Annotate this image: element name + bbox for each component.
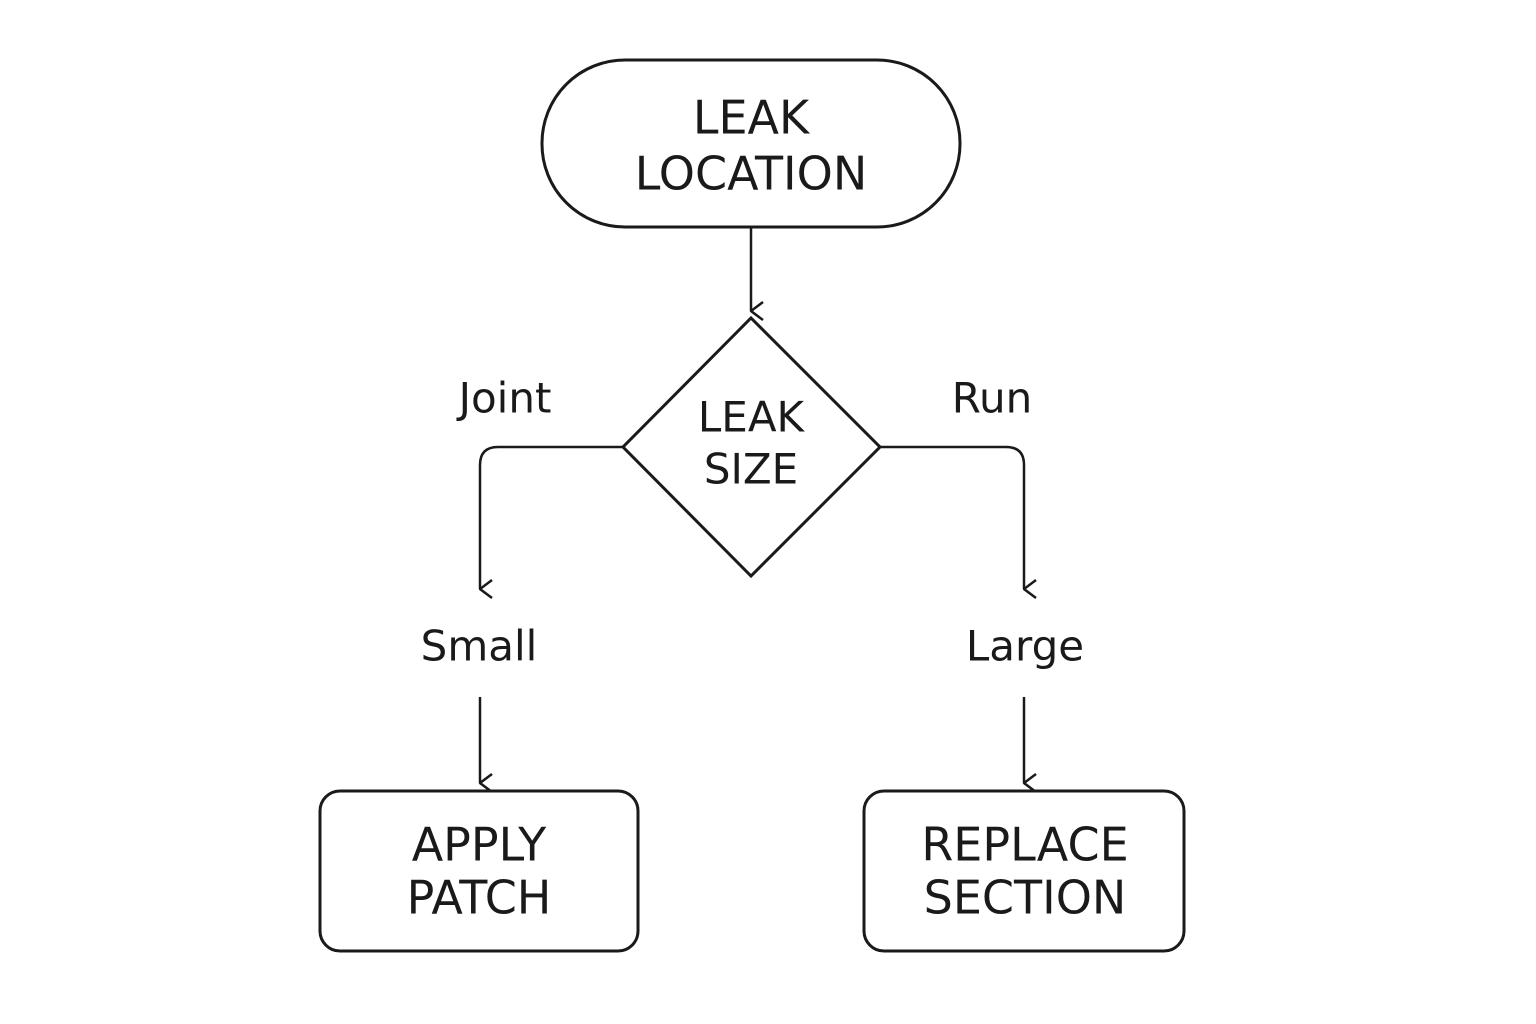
condition-label-small: Small <box>421 622 538 671</box>
decision-node-leak-size: LEAK SIZE <box>620 315 883 579</box>
edge-label-run: Run <box>952 374 1033 423</box>
replace-section-line-1: REPLACE <box>921 818 1128 872</box>
edge-label-joint: Joint <box>456 374 552 423</box>
decision-node-line-2: SIZE <box>704 445 798 494</box>
arrow-decision-to-right <box>880 445 1024 589</box>
arrow-decision-to-left <box>478 445 623 589</box>
start-node-leak-location: LEAK LOCATION <box>540 58 962 229</box>
apply-patch-line-2: PATCH <box>407 871 552 925</box>
condition-label-large: Large <box>966 622 1084 671</box>
start-node-line-1: LEAK <box>693 91 811 145</box>
apply-patch-line-1: APPLY <box>412 818 547 872</box>
action-node-replace-section: REPLACE SECTION <box>862 789 1186 953</box>
start-node-line-2: LOCATION <box>635 147 868 201</box>
replace-section-line-2: SECTION <box>924 871 1127 925</box>
decision-node-line-1: LEAK <box>698 393 806 442</box>
action-node-apply-patch: APPLY PATCH <box>318 789 640 953</box>
